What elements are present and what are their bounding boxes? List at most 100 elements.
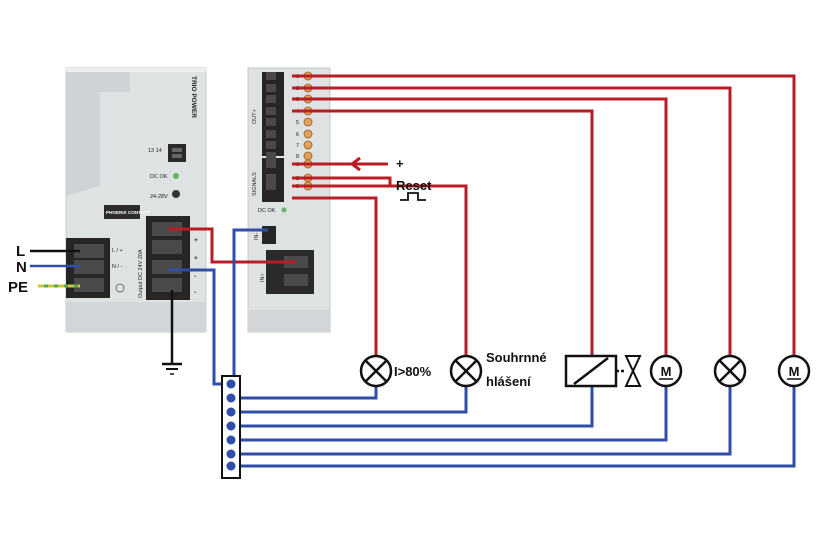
terminal-socket[interactable]	[266, 107, 276, 115]
terminal-socket[interactable]	[266, 95, 276, 103]
terminal-socket[interactable]	[266, 118, 276, 126]
psu-dc-ok-led	[173, 173, 179, 179]
psu-output-polarity-2: +	[194, 255, 198, 262]
psu-relay-pins-label: 13 14	[148, 148, 162, 154]
busbar-terminal-dot	[226, 461, 236, 471]
psu-input-terminal-n[interactable]	[74, 260, 104, 274]
psu-side-panel	[66, 68, 130, 196]
motor-1-symbol: M	[661, 364, 672, 379]
terminal-socket[interactable]	[266, 160, 276, 168]
lamp-summary-label: Souhrnné	[486, 350, 547, 365]
signal-module-dc-ok-led	[281, 207, 287, 213]
terminal-screw-icon[interactable]	[303, 129, 313, 139]
mains-wires	[30, 249, 80, 288]
psu-brand-label: PHOENIX CONTACT	[106, 210, 150, 215]
motor-icon: M	[649, 354, 683, 388]
busbar-terminal-dot	[226, 449, 236, 459]
signals-label: SIGNALS	[252, 172, 258, 196]
power-supply-unit: TRIO POWER 13 14 DC OK 24-28V PHOENIX CO…	[65, 67, 207, 333]
arrow-icon	[349, 156, 361, 172]
wire-lamp-3-return	[234, 386, 732, 456]
lamp-icon	[449, 354, 483, 388]
wire-motor-1-return	[234, 386, 668, 442]
wire-lamp-2-return	[234, 386, 468, 414]
psu-voltage-potentiometer[interactable]	[172, 190, 180, 198]
terminal-socket[interactable]	[266, 84, 276, 92]
terminal-socket[interactable]	[266, 141, 276, 149]
out-label: OUT+	[252, 109, 258, 124]
terminal-socket[interactable]	[266, 182, 276, 190]
psu-relay-socket	[172, 148, 182, 152]
wire-signal-reset	[292, 176, 392, 186]
wire-lamp-1-return	[234, 386, 378, 400]
terminal-socket[interactable]	[266, 130, 276, 138]
psu-relay-terminal[interactable]	[168, 144, 186, 162]
lamp-icon	[713, 354, 747, 388]
psu-output-terminal-plus-2[interactable]	[152, 240, 182, 254]
lamp-icon	[359, 354, 393, 388]
psu-output-polarity-4: -	[194, 289, 196, 296]
signal-module-lower	[248, 310, 330, 332]
terminal-screw-icon[interactable]	[303, 140, 313, 150]
wire-out-to-relay	[292, 109, 594, 356]
busbar-terminal-dot	[226, 407, 236, 417]
loads: I>80% Souhrnné hlášení M	[359, 350, 811, 389]
lamp-overload-label: I>80%	[394, 364, 432, 379]
ground-connection	[162, 290, 182, 375]
signal-annotations: + Reset	[349, 156, 432, 201]
wire-psu-minus-to-busbar	[168, 268, 226, 386]
wire-out-to-motor-2	[292, 74, 796, 356]
psu-output-terminal-minus-1[interactable]	[152, 260, 182, 274]
in-minus-label: IN-	[254, 233, 260, 241]
signal-module: OUT+ SIGNALS DC OK IN- IN+	[247, 67, 331, 333]
psu-voltage-adj-label: 24-28V	[150, 194, 168, 200]
psu-output-terminal-plus-1[interactable]	[152, 222, 182, 236]
pin-number: 8	[296, 154, 299, 160]
psu-output-label: Output DC 24V 20A	[138, 249, 144, 298]
earth-symbol-icon	[115, 283, 125, 293]
psu-series-label: TRIO POWER	[190, 76, 197, 118]
terminal-screw-icon[interactable]	[303, 151, 313, 161]
in-plus-label: IN+	[260, 273, 266, 282]
psu-output-terminal-minus-2[interactable]	[152, 278, 182, 292]
busbar-terminal-dot	[226, 435, 236, 445]
pin-number: 5	[296, 120, 299, 126]
psu-output-polarity-1: +	[194, 237, 198, 244]
terminal-socket[interactable]	[266, 174, 276, 182]
wire-signal-summary	[292, 184, 468, 356]
psu-brand-plate	[104, 205, 140, 219]
psu-top-edge	[66, 68, 206, 72]
psu-input-terminal-l[interactable]	[74, 244, 104, 258]
neutral-label: N	[16, 259, 27, 276]
pin-number: 6	[296, 132, 299, 138]
psu-input-n-label: N / -	[112, 264, 123, 270]
wire-psu-plus-to-in-plus	[168, 227, 296, 264]
terminal-socket[interactable]	[266, 72, 276, 80]
psu-input-l-label: L / +	[112, 248, 123, 254]
psu-input-label: Input AC 100-240 V	[66, 250, 72, 298]
psu-output-polarity-3: -	[194, 273, 196, 280]
wire-signal-overload	[292, 196, 378, 356]
psu-lower-shade	[66, 302, 206, 332]
busbar-terminal-dot	[226, 379, 236, 389]
wire-in-minus-to-busbar	[232, 228, 268, 380]
wire-out-to-motor-1	[292, 97, 668, 356]
pe-label: PE	[8, 279, 28, 296]
terminal-socket[interactable]	[266, 152, 276, 160]
busbar-terminal-dot	[226, 421, 236, 431]
busbar-terminals	[226, 379, 236, 471]
psu-relay-socket	[172, 154, 182, 158]
positive-wires	[168, 74, 796, 356]
busbar-terminal-dot	[226, 393, 236, 403]
psu-input-terminal-pe[interactable]	[74, 278, 104, 292]
signal-module-dc-ok-label: DC OK	[258, 208, 276, 214]
relay-coil-icon	[564, 354, 624, 388]
wire-motor-2-return	[234, 386, 796, 468]
terminal-screw-icon[interactable]	[303, 117, 313, 127]
signal-reset-label: Reset	[396, 178, 432, 193]
in-plus-socket	[284, 274, 308, 286]
wire-relay-return	[234, 386, 594, 428]
motor-icon: M	[777, 354, 811, 388]
